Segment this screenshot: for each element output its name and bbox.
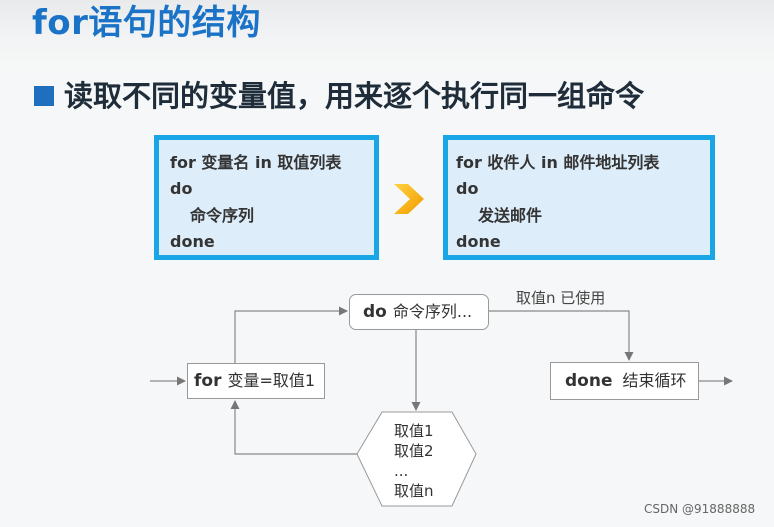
done-keyword: done xyxy=(565,371,613,391)
syntax-line-for: for 变量名 in 取值列表 xyxy=(170,153,342,172)
flow-node-done: done 结束循环 xyxy=(550,362,699,400)
for-assignment-text: 变量=取值1 xyxy=(227,371,316,390)
for-keyword: for xyxy=(194,371,222,391)
watermark: CSDN @91888888 xyxy=(644,502,756,516)
syntax-box: for 变量名 in 取值列表 do 命令序列 done xyxy=(154,135,379,260)
syntax-line-done: done xyxy=(170,232,215,251)
flow-node-do: do 命令序列... xyxy=(349,294,489,330)
value-item-ellipsis: ... xyxy=(394,462,409,480)
square-bullet-icon xyxy=(34,86,54,106)
chevron-right-icon xyxy=(394,184,424,214)
example-line-for: for 收件人 in 邮件地址列表 xyxy=(456,153,660,172)
example-box: for 收件人 in 邮件地址列表 do 发送邮件 done xyxy=(443,135,715,260)
slide-title: for语句的结构 xyxy=(32,3,261,43)
slide-subtitle: 读取不同的变量值，用来逐个执行同一组命令 xyxy=(64,79,645,113)
value-item-1: 取值1 xyxy=(394,422,434,440)
value-used-label: 取值n 已使用 xyxy=(516,289,606,307)
do-to-done-arrow xyxy=(489,310,634,361)
value-item-n: 取值n xyxy=(394,482,434,500)
done-end-loop-text: 结束循环 xyxy=(622,371,687,390)
values-to-for-arrow xyxy=(230,400,357,455)
do-commands-text: 命令序列... xyxy=(392,302,473,321)
example-line-do: do xyxy=(456,179,479,198)
syntax-line-commands: 命令序列 xyxy=(190,206,255,225)
syntax-line-do: do xyxy=(170,179,193,198)
value-item-2: 取值2 xyxy=(394,442,434,460)
flow-node-for: for 变量=取值1 xyxy=(187,363,325,399)
values-list: 取值1 取值2 ... 取值n xyxy=(394,421,434,501)
for-to-do-arrow xyxy=(234,306,348,363)
example-line-done: done xyxy=(456,232,501,251)
do-keyword: do xyxy=(363,302,387,322)
example-line-commands: 发送邮件 xyxy=(478,206,543,225)
title-band xyxy=(0,0,774,70)
values-hexagon xyxy=(356,411,477,507)
